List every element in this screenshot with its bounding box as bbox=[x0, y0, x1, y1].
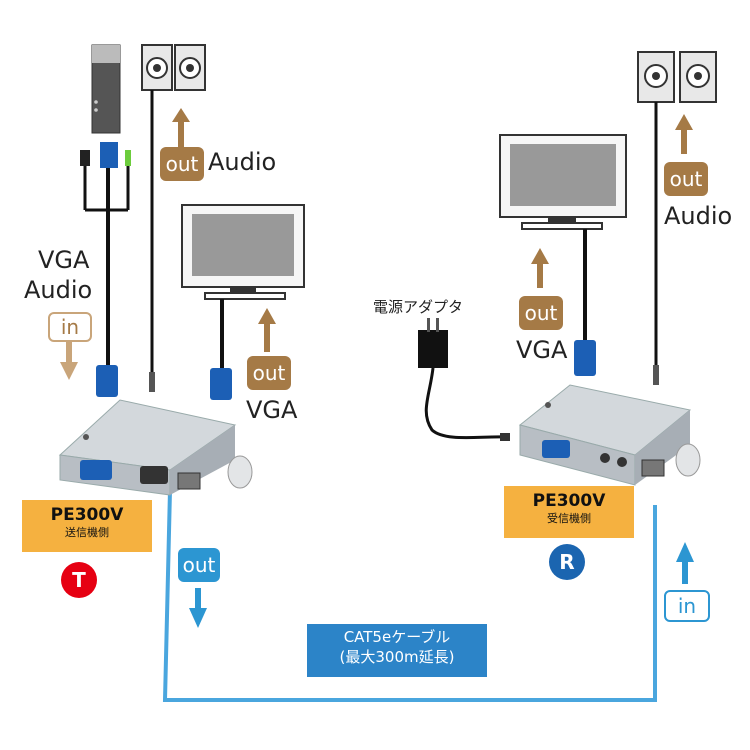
tx-vga-input-plug bbox=[96, 365, 118, 397]
tx-input-down-arrow-icon bbox=[60, 342, 78, 380]
rx-vga-out-arrow-icon bbox=[531, 248, 549, 288]
tx-monitor-icon bbox=[181, 204, 305, 300]
pc-tower-icon bbox=[91, 44, 121, 134]
tx-vga-out-arrow-icon bbox=[258, 308, 276, 352]
cable-label-box: CAT5eケーブル (最大300m延長) bbox=[307, 624, 487, 677]
rx-vga-out-tag: out bbox=[519, 296, 563, 330]
lan-in-up-arrow-icon bbox=[676, 542, 694, 584]
rx-audio-plug bbox=[653, 365, 659, 385]
lan-out-down-arrow-icon bbox=[189, 588, 207, 628]
transmitter-device bbox=[58, 399, 253, 496]
tx-audio-out-label: Audio bbox=[208, 148, 277, 176]
rx-speakers-icon bbox=[637, 51, 717, 103]
lan-out-tag: out bbox=[178, 548, 220, 582]
rx-audio-out-label: Audio bbox=[664, 202, 733, 230]
rx-model-name: PE300V bbox=[532, 491, 606, 511]
tx-input-audio-label: Audio bbox=[24, 276, 93, 304]
power-adapter-label: 電源アダプタ bbox=[373, 298, 464, 316]
rx-side-label: 受信機側 bbox=[547, 512, 591, 525]
tx-audio-out-arrow-icon bbox=[172, 108, 190, 148]
tx-vga-out-label: VGA bbox=[246, 396, 298, 424]
tx-badge: T bbox=[61, 562, 97, 598]
rx-monitor-icon bbox=[499, 134, 627, 230]
pc-connectors-icon bbox=[80, 142, 131, 212]
lan-in-tag: in bbox=[664, 590, 710, 622]
cable-note: (最大300m延長) bbox=[339, 648, 455, 666]
tx-in-tag: in bbox=[48, 312, 92, 342]
tx-input-vga-label: VGA bbox=[38, 246, 90, 274]
cat5e-cable-line bbox=[162, 489, 657, 702]
power-adapter-icon bbox=[418, 318, 510, 441]
rx-audio-out-tag: out bbox=[664, 162, 708, 196]
rx-audio-out-arrow-icon bbox=[675, 114, 693, 154]
tx-speakers-icon bbox=[141, 44, 206, 91]
rx-badge: R bbox=[549, 544, 585, 580]
tx-side-label: 送信機側 bbox=[65, 526, 109, 539]
rx-monitor-plug bbox=[574, 340, 596, 376]
tx-vga-out-tag: out bbox=[247, 356, 291, 390]
tx-audio-out-tag: out bbox=[160, 147, 204, 181]
receiver-device bbox=[518, 384, 701, 486]
tx-model-box: PE300V 送信機側 bbox=[22, 500, 152, 552]
rx-vga-out-label: VGA bbox=[516, 336, 568, 364]
tx-audio-plug bbox=[149, 372, 155, 392]
tx-monitor-plug bbox=[210, 368, 232, 400]
rx-model-box: PE300V 受信機側 bbox=[504, 486, 634, 538]
tx-model-name: PE300V bbox=[50, 505, 124, 525]
cable-name: CAT5eケーブル bbox=[343, 628, 451, 646]
